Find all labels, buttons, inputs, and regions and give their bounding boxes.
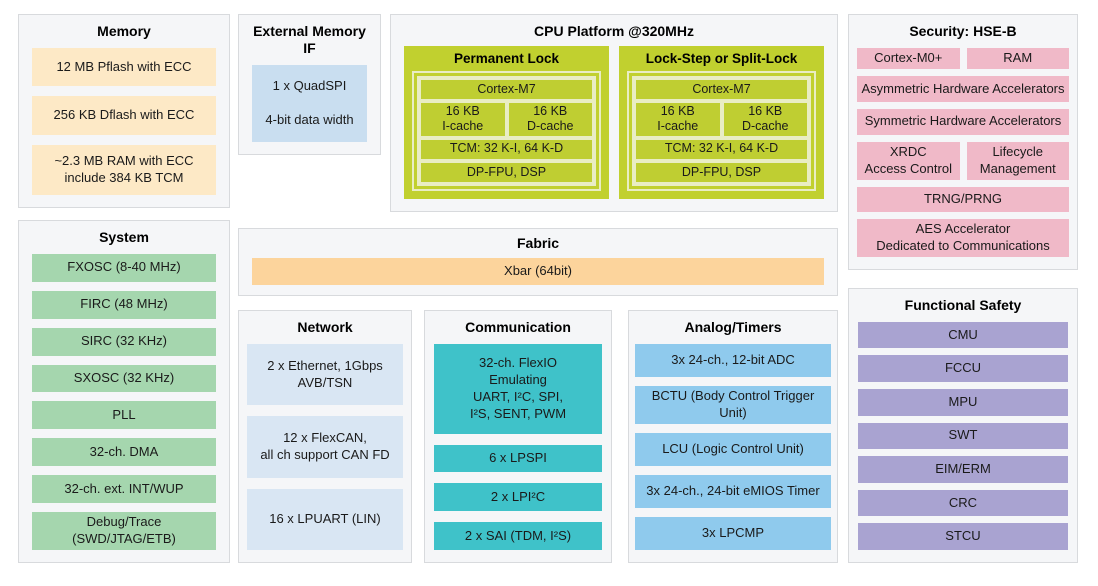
memory-block-ram: ~2.3 MB RAM with ECC include 384 KB TCM bbox=[32, 144, 216, 195]
dcache-block: 16 KB D-cache bbox=[723, 102, 807, 136]
memory-title: Memory bbox=[97, 23, 151, 39]
cortex-m7-block: Cortex-M7 bbox=[421, 79, 592, 99]
communication-panel: Communication 32-ch. FlexIO Emulating UA… bbox=[424, 310, 612, 563]
cortex-m7-block: Cortex-M7 bbox=[636, 79, 807, 99]
fpu-dsp-block: DP-FPU, DSP bbox=[421, 162, 592, 182]
flexio-block: 32-ch. FlexIO Emulating UART, I²C, SPI, … bbox=[434, 343, 602, 434]
system-block-debug-trace: Debug/Trace (SWD/JTAG/ETB) bbox=[32, 512, 216, 551]
memory-block-pflash: 12 MB Pflash with ECC bbox=[32, 47, 216, 87]
lifecycle-management-block: Lifecycle Management bbox=[966, 141, 1069, 180]
swt-block: SWT bbox=[858, 422, 1068, 450]
stcu-block: STCU bbox=[858, 523, 1068, 550]
system-block-fxosc: FXOSC (8-40 MHz) bbox=[32, 253, 216, 282]
analog-timers-panel: Analog/Timers 3x 24-ch., 12-bit ADC BCTU… bbox=[628, 310, 838, 563]
lcu-block: LCU (Logic Control Unit) bbox=[635, 432, 831, 466]
system-block-int-wup: 32-ch. ext. INT/WUP bbox=[32, 475, 216, 504]
functional-safety-panel: Functional Safety CMU FCCU MPU SWT EIM/E… bbox=[848, 288, 1078, 563]
lockstep-splitlock-title: Lock-Step or Split-Lock bbox=[645, 50, 798, 66]
xbar-block: Xbar (64bit) bbox=[252, 257, 824, 285]
lpspi-block: 6 x LPSPI bbox=[434, 444, 602, 473]
quadspi-block: 1 x QuadSPI 4-bit data width bbox=[252, 64, 367, 142]
cpu-platform-panel: CPU Platform @320MHz Permanent Lock Cort… bbox=[390, 14, 838, 212]
permanent-lock-title: Permanent Lock bbox=[453, 50, 560, 66]
lockstep-splitlock-frame: Cortex-M7 16 KB I-cache 16 KB D-cache TC… bbox=[627, 70, 816, 191]
permanent-lock-frame: Cortex-M7 16 KB I-cache 16 KB D-cache TC… bbox=[412, 70, 601, 191]
lpuart-block: 16 x LPUART (LIN) bbox=[247, 488, 403, 551]
lpcmp-block: 3x LPCMP bbox=[635, 516, 831, 551]
lockstep-splitlock-block: Lock-Step or Split-Lock Cortex-M7 16 KB … bbox=[619, 45, 824, 199]
system-block-pll: PLL bbox=[32, 401, 216, 430]
system-block-sxosc: SXOSC (32 KHz) bbox=[32, 364, 216, 393]
crc-block: CRC bbox=[858, 489, 1068, 517]
fabric-title: Fabric bbox=[516, 235, 559, 251]
security-panel: Security: HSE-B Cortex-M0+ RAM Asymmetri… bbox=[848, 14, 1078, 270]
system-block-dma: 32-ch. DMA bbox=[32, 438, 216, 467]
bctu-block: BCTU (Body Control Trigger Unit) bbox=[635, 385, 831, 424]
adc-block: 3x 24-ch., 12-bit ADC bbox=[635, 343, 831, 377]
lpi2c-block: 2 x LPI²C bbox=[434, 483, 602, 512]
system-block-firc: FIRC (48 MHz) bbox=[32, 290, 216, 319]
security-title: Security: HSE-B bbox=[909, 23, 1017, 39]
icache-block: 16 KB I-cache bbox=[421, 102, 505, 136]
communication-title: Communication bbox=[465, 319, 571, 335]
trng-prng-block: TRNG/PRNG bbox=[857, 186, 1069, 213]
flexcan-block: 12 x FlexCAN, all ch support CAN FD bbox=[247, 416, 403, 478]
sai-block: 2 x SAI (TDM, I²S) bbox=[434, 522, 602, 550]
fccu-block: FCCU bbox=[858, 355, 1068, 382]
memory-panel: Memory 12 MB Pflash with ECC 256 KB Dfla… bbox=[18, 14, 230, 208]
network-panel: Network 2 x Ethernet, 1Gbps AVB/TSN 12 x… bbox=[238, 310, 412, 563]
system-title: System bbox=[99, 229, 149, 245]
system-block-sirc: SIRC (32 KHz) bbox=[32, 327, 216, 356]
symmetric-accelerators-block: Symmetric Hardware Accelerators bbox=[857, 109, 1069, 135]
icache-block: 16 KB I-cache bbox=[636, 102, 720, 136]
cpu-platform-title: CPU Platform @320MHz bbox=[534, 23, 694, 39]
cmu-block: CMU bbox=[858, 321, 1068, 349]
functional-safety-title: Functional Safety bbox=[904, 297, 1022, 313]
mpu-block: MPU bbox=[858, 388, 1068, 416]
external-memory-title: External Memory IF bbox=[253, 23, 366, 56]
eim-erm-block: EIM/ERM bbox=[858, 456, 1068, 483]
analog-timers-title: Analog/Timers bbox=[684, 319, 782, 335]
cortex-m0-block: Cortex-M0+ bbox=[857, 47, 960, 70]
asymmetric-accelerators-block: Asymmetric Hardware Accelerators bbox=[857, 76, 1069, 103]
ethernet-block: 2 x Ethernet, 1Gbps AVB/TSN bbox=[247, 343, 403, 406]
fabric-panel: Fabric Xbar (64bit) bbox=[238, 228, 838, 296]
dcache-block: 16 KB D-cache bbox=[508, 102, 592, 136]
security-ram-block: RAM bbox=[966, 47, 1069, 70]
system-panel: System FXOSC (8-40 MHz) FIRC (48 MHz) SI… bbox=[18, 220, 230, 563]
memory-block-dflash: 256 KB Dflash with ECC bbox=[32, 96, 216, 135]
emios-timer-block: 3x 24-ch., 24-bit eMIOS Timer bbox=[635, 474, 831, 508]
permanent-lock-block: Permanent Lock Cortex-M7 16 KB I-cache 1… bbox=[404, 45, 609, 199]
fpu-dsp-block: DP-FPU, DSP bbox=[636, 162, 807, 182]
tcm-block: TCM: 32 K-I, 64 K-D bbox=[636, 139, 807, 159]
xrdc-block: XRDC Access Control bbox=[857, 141, 960, 180]
network-title: Network bbox=[297, 319, 353, 335]
aes-accelerator-block: AES Accelerator Dedicated to Communicati… bbox=[857, 219, 1069, 257]
external-memory-panel: External Memory IF 1 x QuadSPI 4-bit dat… bbox=[238, 14, 381, 155]
tcm-block: TCM: 32 K-I, 64 K-D bbox=[421, 139, 592, 159]
